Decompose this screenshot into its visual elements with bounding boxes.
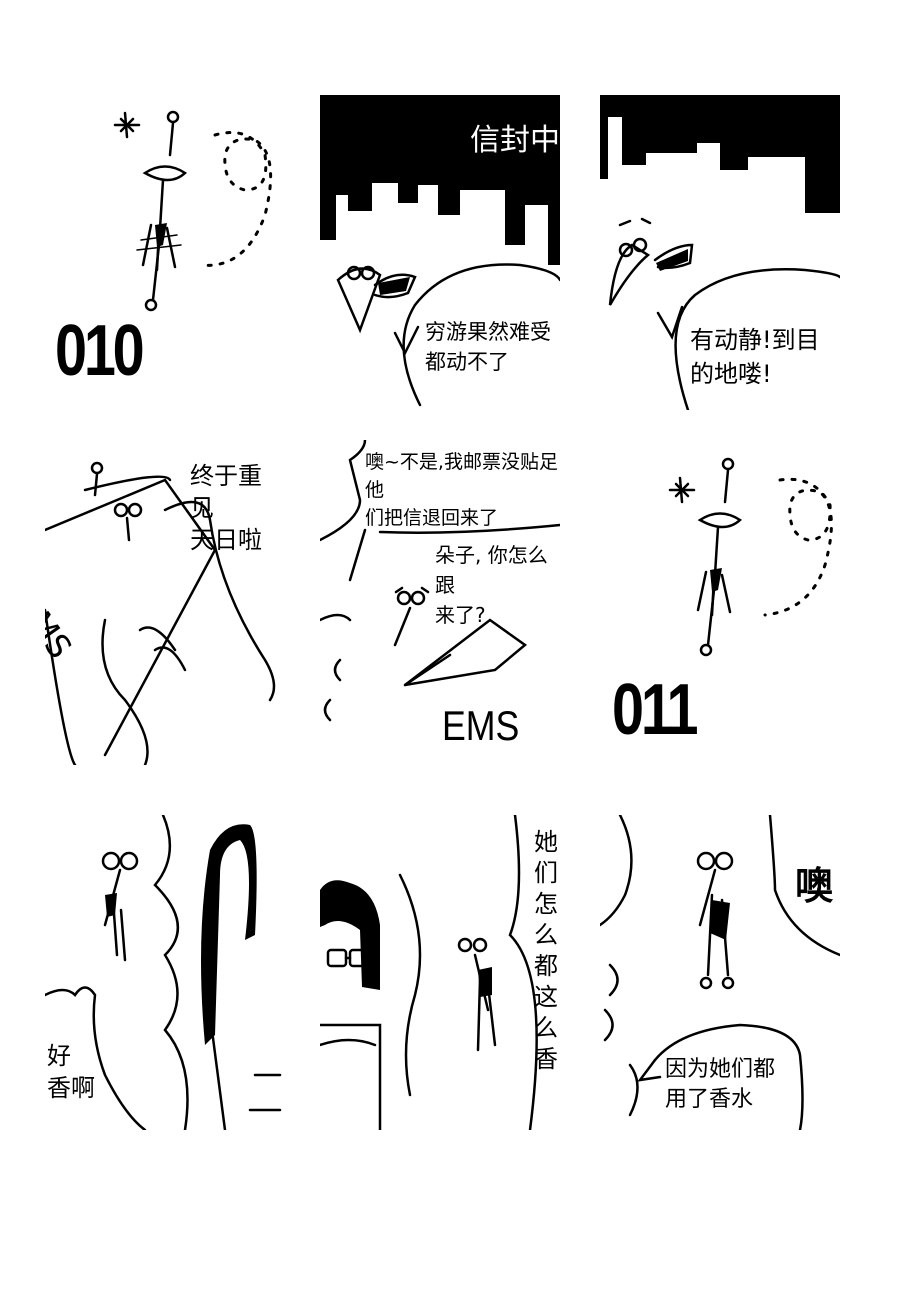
hands-holding-envelope-illustration xyxy=(45,461,276,765)
comic-panel-5: 噢~不是,我邮票没贴足他 们把信退回来了 朵子, 你怎么跟 来了? EMS xyxy=(320,440,560,755)
comic-panel-8: 她们怎么都这么香 xyxy=(320,815,560,1130)
woman-with-glasses-illustration xyxy=(320,815,538,1130)
envelope-opening-illustration xyxy=(600,95,840,410)
episode-number: 011 xyxy=(612,670,699,750)
episode-number: 010 xyxy=(55,311,145,391)
speech-text: 她们怎么都这么香 xyxy=(534,828,558,1073)
scene-caption: 信封中 xyxy=(470,123,560,158)
speech-text-top: 噢~不是,我邮票没贴足他 们把信退回来了 xyxy=(365,451,558,529)
comic-panel-6: 011 xyxy=(600,450,840,765)
speech-text: 有动静!到目 的地喽! xyxy=(690,326,820,388)
speech-text: 因为她们都 用了香水 xyxy=(665,1057,776,1112)
speech-text: 终于重见 天日啦 xyxy=(190,462,262,554)
speech-text: 穷游果然难受 都动不了 xyxy=(425,320,551,374)
comic-panel-4: EMS 终于重见 天日啦 xyxy=(45,450,285,765)
comic-panel-9: 噢 因为她们都 用了香水 xyxy=(600,815,840,1130)
mosquito-flying-illustration xyxy=(113,110,273,312)
comic-panel-1: 010 xyxy=(45,95,285,410)
ems-label: EMS xyxy=(442,702,520,749)
exclamation-text: 噢 xyxy=(795,864,834,908)
speech-text-bottom: 朵子, 你怎么跟 来了? xyxy=(435,543,548,627)
mosquito-flying-illustration xyxy=(668,457,833,657)
comic-panel-7: 好 香啊 xyxy=(45,815,285,1130)
envelope-interior-illustration xyxy=(320,95,560,407)
comic-panel-2: 信封中 穷游果然难受 都动不了 xyxy=(320,95,560,410)
comic-panel-3: 有动静!到目 的地喽! xyxy=(600,95,840,410)
man-and-mosquito-illustration xyxy=(320,440,560,722)
man-and-mosquito-illustration xyxy=(600,815,840,1130)
woman-with-long-hair-illustration xyxy=(45,815,282,1130)
speech-text: 好 香啊 xyxy=(47,1042,95,1102)
